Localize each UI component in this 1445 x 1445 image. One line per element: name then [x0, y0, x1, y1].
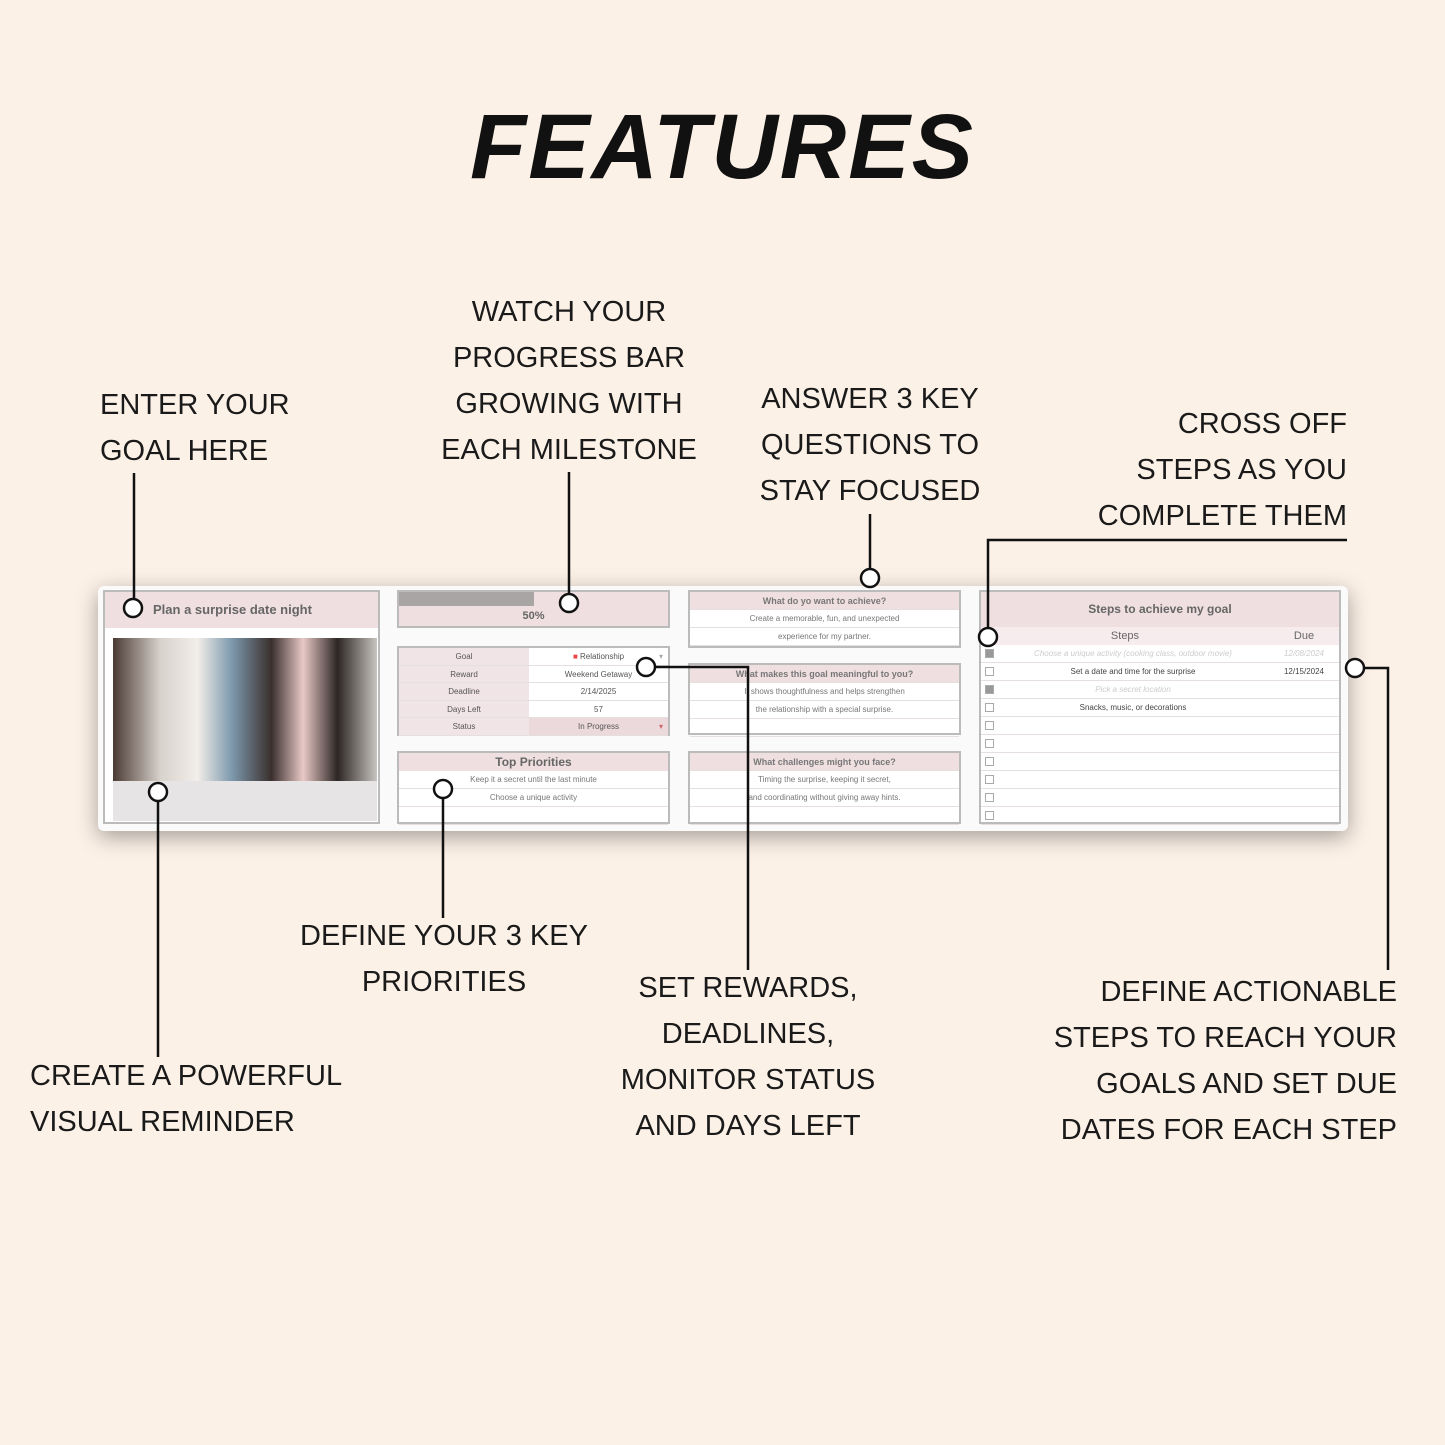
step-checkbox[interactable]: [985, 775, 994, 784]
answer-line[interactable]: Create a memorable, fun, and unexpected: [690, 610, 959, 628]
detail-value-text: 2/14/2025: [580, 687, 617, 696]
answer-line[interactable]: experience for my partner.: [690, 628, 959, 646]
detail-row: Deadline 2/14/2025: [399, 683, 668, 701]
step-checkbox[interactable]: [985, 703, 994, 712]
priority-item[interactable]: [399, 807, 668, 825]
step-due[interactable]: 12/08/2024: [1283, 649, 1325, 658]
question-2: What makes this goal meaningful to you?: [690, 665, 959, 683]
detail-value[interactable]: ■ Relationship ▾: [529, 648, 668, 665]
page-title: FEATURES: [470, 96, 975, 198]
step-checkbox[interactable]: [985, 793, 994, 802]
step-row: [981, 753, 1339, 771]
detail-row: Days Left 57: [399, 700, 668, 718]
spreadsheet-preview: Plan a surprise date night 50% Goal■ Rel…: [98, 586, 1348, 831]
step-row: [981, 807, 1339, 825]
priority-item[interactable]: Keep it a secret until the last minute: [399, 771, 668, 789]
steps-panel: Steps to achieve my goal Steps Due Choos…: [979, 590, 1341, 825]
question-panel-3: What challenges might you face? Timing t…: [688, 751, 961, 825]
detail-row: Status In Progress ▾: [399, 718, 668, 736]
steps-title: Steps to achieve my goal: [981, 592, 1339, 627]
callout-goal: ENTER YOUR GOAL HERE: [100, 389, 290, 467]
step-checkbox[interactable]: [985, 811, 994, 820]
step-due[interactable]: 12/15/2024: [1283, 667, 1325, 676]
step-checkbox[interactable]: [985, 739, 994, 748]
priorities-title: Top Priorities: [399, 753, 668, 771]
marker-dot: [1344, 657, 1366, 679]
marker-dot: [558, 592, 580, 614]
answer-line[interactable]: [690, 807, 959, 825]
detail-label: Deadline: [399, 683, 529, 700]
step-row: Pick a secret location: [981, 681, 1339, 699]
dropdown-arrow-icon[interactable]: ▾: [658, 722, 663, 731]
progress-fill: [399, 592, 534, 606]
step-checkbox[interactable]: [985, 667, 994, 676]
step-checkbox[interactable]: [985, 721, 994, 730]
col-due: Due: [1293, 630, 1315, 642]
detail-value-text: Relationship: [580, 652, 625, 661]
detail-value-text: In Progress: [578, 722, 619, 731]
question-3: What challenges might you face?: [690, 753, 959, 771]
dropdown-arrow-icon[interactable]: ▾: [658, 652, 663, 661]
callout-cross-off: CROSS OFF STEPS AS YOU COMPLETE THEM: [1097, 408, 1347, 532]
step-checkbox[interactable]: [985, 757, 994, 766]
step-row: [981, 789, 1339, 807]
detail-row: Reward Weekend Getaway: [399, 665, 668, 683]
detail-row: Goal ■ Relationship ▾: [399, 648, 668, 666]
progress-label: 50%: [399, 606, 668, 626]
question-panel-2: What makes this goal meaningful to you? …: [688, 663, 961, 737]
step-checkbox[interactable]: [985, 685, 994, 694]
marker-dot: [859, 567, 881, 589]
marker-dot: [147, 781, 169, 803]
marker-dot: [432, 778, 454, 800]
step-row: Set a date and time for the surprise 12/1…: [981, 663, 1339, 681]
step-row: [981, 771, 1339, 789]
progress-panel: 50%: [397, 590, 670, 628]
answer-line[interactable]: Timing the surprise, keeping it secret,: [690, 771, 959, 789]
goal-title[interactable]: Plan a surprise date night: [105, 592, 378, 628]
marker-dot: [122, 597, 144, 619]
answer-line[interactable]: the relationship with a special surprise…: [690, 701, 959, 719]
col-steps: Steps: [1110, 630, 1140, 642]
callout-questions: ANSWER 3 KEY QUESTIONS TO STAY FOCUSED: [759, 383, 981, 507]
goal-category-icon: ■: [572, 652, 581, 661]
progress-bar: [399, 592, 668, 606]
callout-progress: WATCH YOUR PROGRESS BAR GROWING WITH EAC…: [441, 296, 697, 466]
step-text[interactable]: Snacks, music, or decorations: [1079, 703, 1187, 712]
priority-item[interactable]: Choose a unique activity: [399, 789, 668, 807]
detail-label: Status: [399, 718, 529, 735]
detail-label: Days Left: [399, 700, 529, 717]
question-panel-1: What do yo want to achieve? Create a mem…: [688, 590, 961, 648]
step-text[interactable]: Set a date and time for the surprise: [1070, 667, 1196, 676]
step-text[interactable]: Pick a secret location: [1095, 685, 1171, 694]
step-text[interactable]: Choose a unique activity (cooking class,…: [1034, 649, 1232, 658]
callout-steps: DEFINE ACTIONABLE STEPS TO REACH YOUR GO…: [1053, 976, 1397, 1146]
detail-label: Reward: [399, 665, 529, 682]
details-panel: Goal ■ Relationship ▾ Reward Weekend Getaway…: [397, 646, 670, 736]
step-row: Snacks, music, or decorations: [981, 699, 1339, 717]
marker-dot: [635, 656, 657, 678]
step-checkbox[interactable]: [985, 649, 994, 658]
callout-rewards: SET REWARDS, DEADLINES, MONITOR STATUS A…: [620, 972, 876, 1142]
steps-header: Steps Due: [981, 627, 1339, 645]
callout-visual: CREATE A POWERFUL VISUAL REMINDER: [30, 1060, 343, 1138]
answer-line[interactable]: and coordinating without giving away hin…: [690, 789, 959, 807]
question-1: What do yo want to achieve?: [690, 592, 959, 610]
detail-value[interactable]: Weekend Getaway: [529, 666, 668, 683]
callout-priorities: DEFINE YOUR 3 KEY PRIORITIES: [300, 920, 588, 998]
step-row: [981, 717, 1339, 735]
detail-value[interactable]: In Progress ▾: [529, 718, 668, 735]
step-row: [981, 735, 1339, 753]
detail-value-text: Weekend Getaway: [564, 669, 633, 679]
detail-label: Goal: [399, 648, 529, 665]
detail-value-text: 57: [594, 704, 603, 714]
marker-dot: [977, 626, 999, 648]
step-row: Choose a unique activity (cooking class,…: [981, 645, 1339, 663]
answer-line[interactable]: It shows thoughtfulness and helps streng…: [690, 683, 959, 701]
detail-value[interactable]: 57: [529, 701, 668, 718]
answer-line[interactable]: [690, 719, 959, 737]
detail-value[interactable]: 2/14/2025: [529, 683, 668, 700]
